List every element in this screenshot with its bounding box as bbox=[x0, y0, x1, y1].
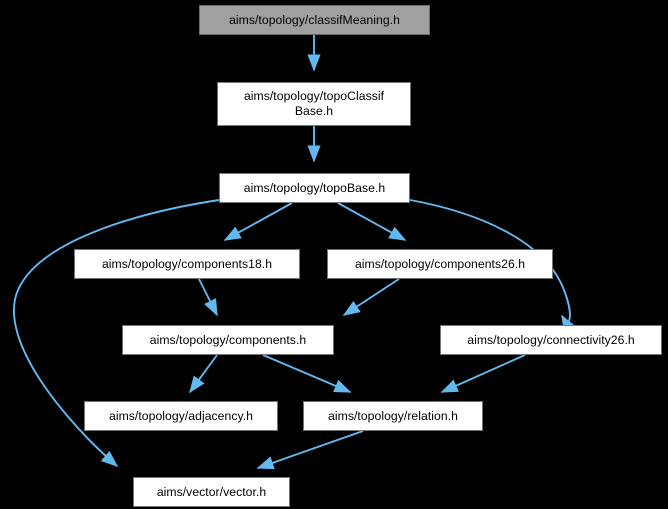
node-label-topoBase: aims/topology/topoBase.h bbox=[243, 180, 386, 195]
node-components18[interactable]: aims/topology/components18.h bbox=[74, 249, 300, 279]
node-label-components: aims/topology/components.h bbox=[149, 332, 307, 347]
node-label-connectivity26: aims/topology/connectivity26.h bbox=[467, 332, 635, 347]
node-topoClassifBase[interactable]: aims/topology/topoClassif Base.h bbox=[217, 82, 411, 126]
edge-components-to-adjacency bbox=[189, 354, 218, 394]
node-topoBase[interactable]: aims/topology/topoBase.h bbox=[219, 173, 410, 203]
node-connectivity26[interactable]: aims/topology/connectivity26.h bbox=[440, 325, 662, 355]
edge-connectivity26-to-relation bbox=[440, 354, 526, 393]
node-label-components18: aims/topology/components18.h bbox=[101, 256, 273, 271]
node-adjacency[interactable]: aims/topology/adjacency.h bbox=[84, 401, 278, 431]
node-components[interactable]: aims/topology/components.h bbox=[122, 325, 334, 355]
node-label-vector: aims/vector/vector.h bbox=[156, 484, 267, 499]
node-label-classifMeaning: aims/topology/classifMeaning.h bbox=[229, 12, 400, 27]
edge-relation-to-vector bbox=[256, 430, 364, 470]
node-label-relation: aims/topology/relation.h bbox=[328, 408, 458, 423]
edge-components26-to-components bbox=[342, 278, 400, 316]
node-label-topoClassifBase: aims/topology/topoClassif Base.h bbox=[243, 89, 385, 118]
node-label-adjacency: aims/topology/adjacency.h bbox=[109, 408, 253, 423]
edge-components18-to-components bbox=[198, 278, 218, 317]
node-vector[interactable]: aims/vector/vector.h bbox=[133, 477, 290, 507]
node-components26[interactable]: aims/topology/components26.h bbox=[327, 249, 553, 279]
node-classifMeaning[interactable]: aims/topology/classifMeaning.h bbox=[199, 5, 430, 35]
edge-topoBase-to-components26 bbox=[337, 202, 407, 241]
node-label-components26: aims/topology/components26.h bbox=[354, 256, 526, 271]
edge-components-to-relation bbox=[262, 354, 352, 393]
node-relation[interactable]: aims/topology/relation.h bbox=[303, 401, 483, 431]
edge-topoBase-to-components18 bbox=[223, 202, 293, 241]
